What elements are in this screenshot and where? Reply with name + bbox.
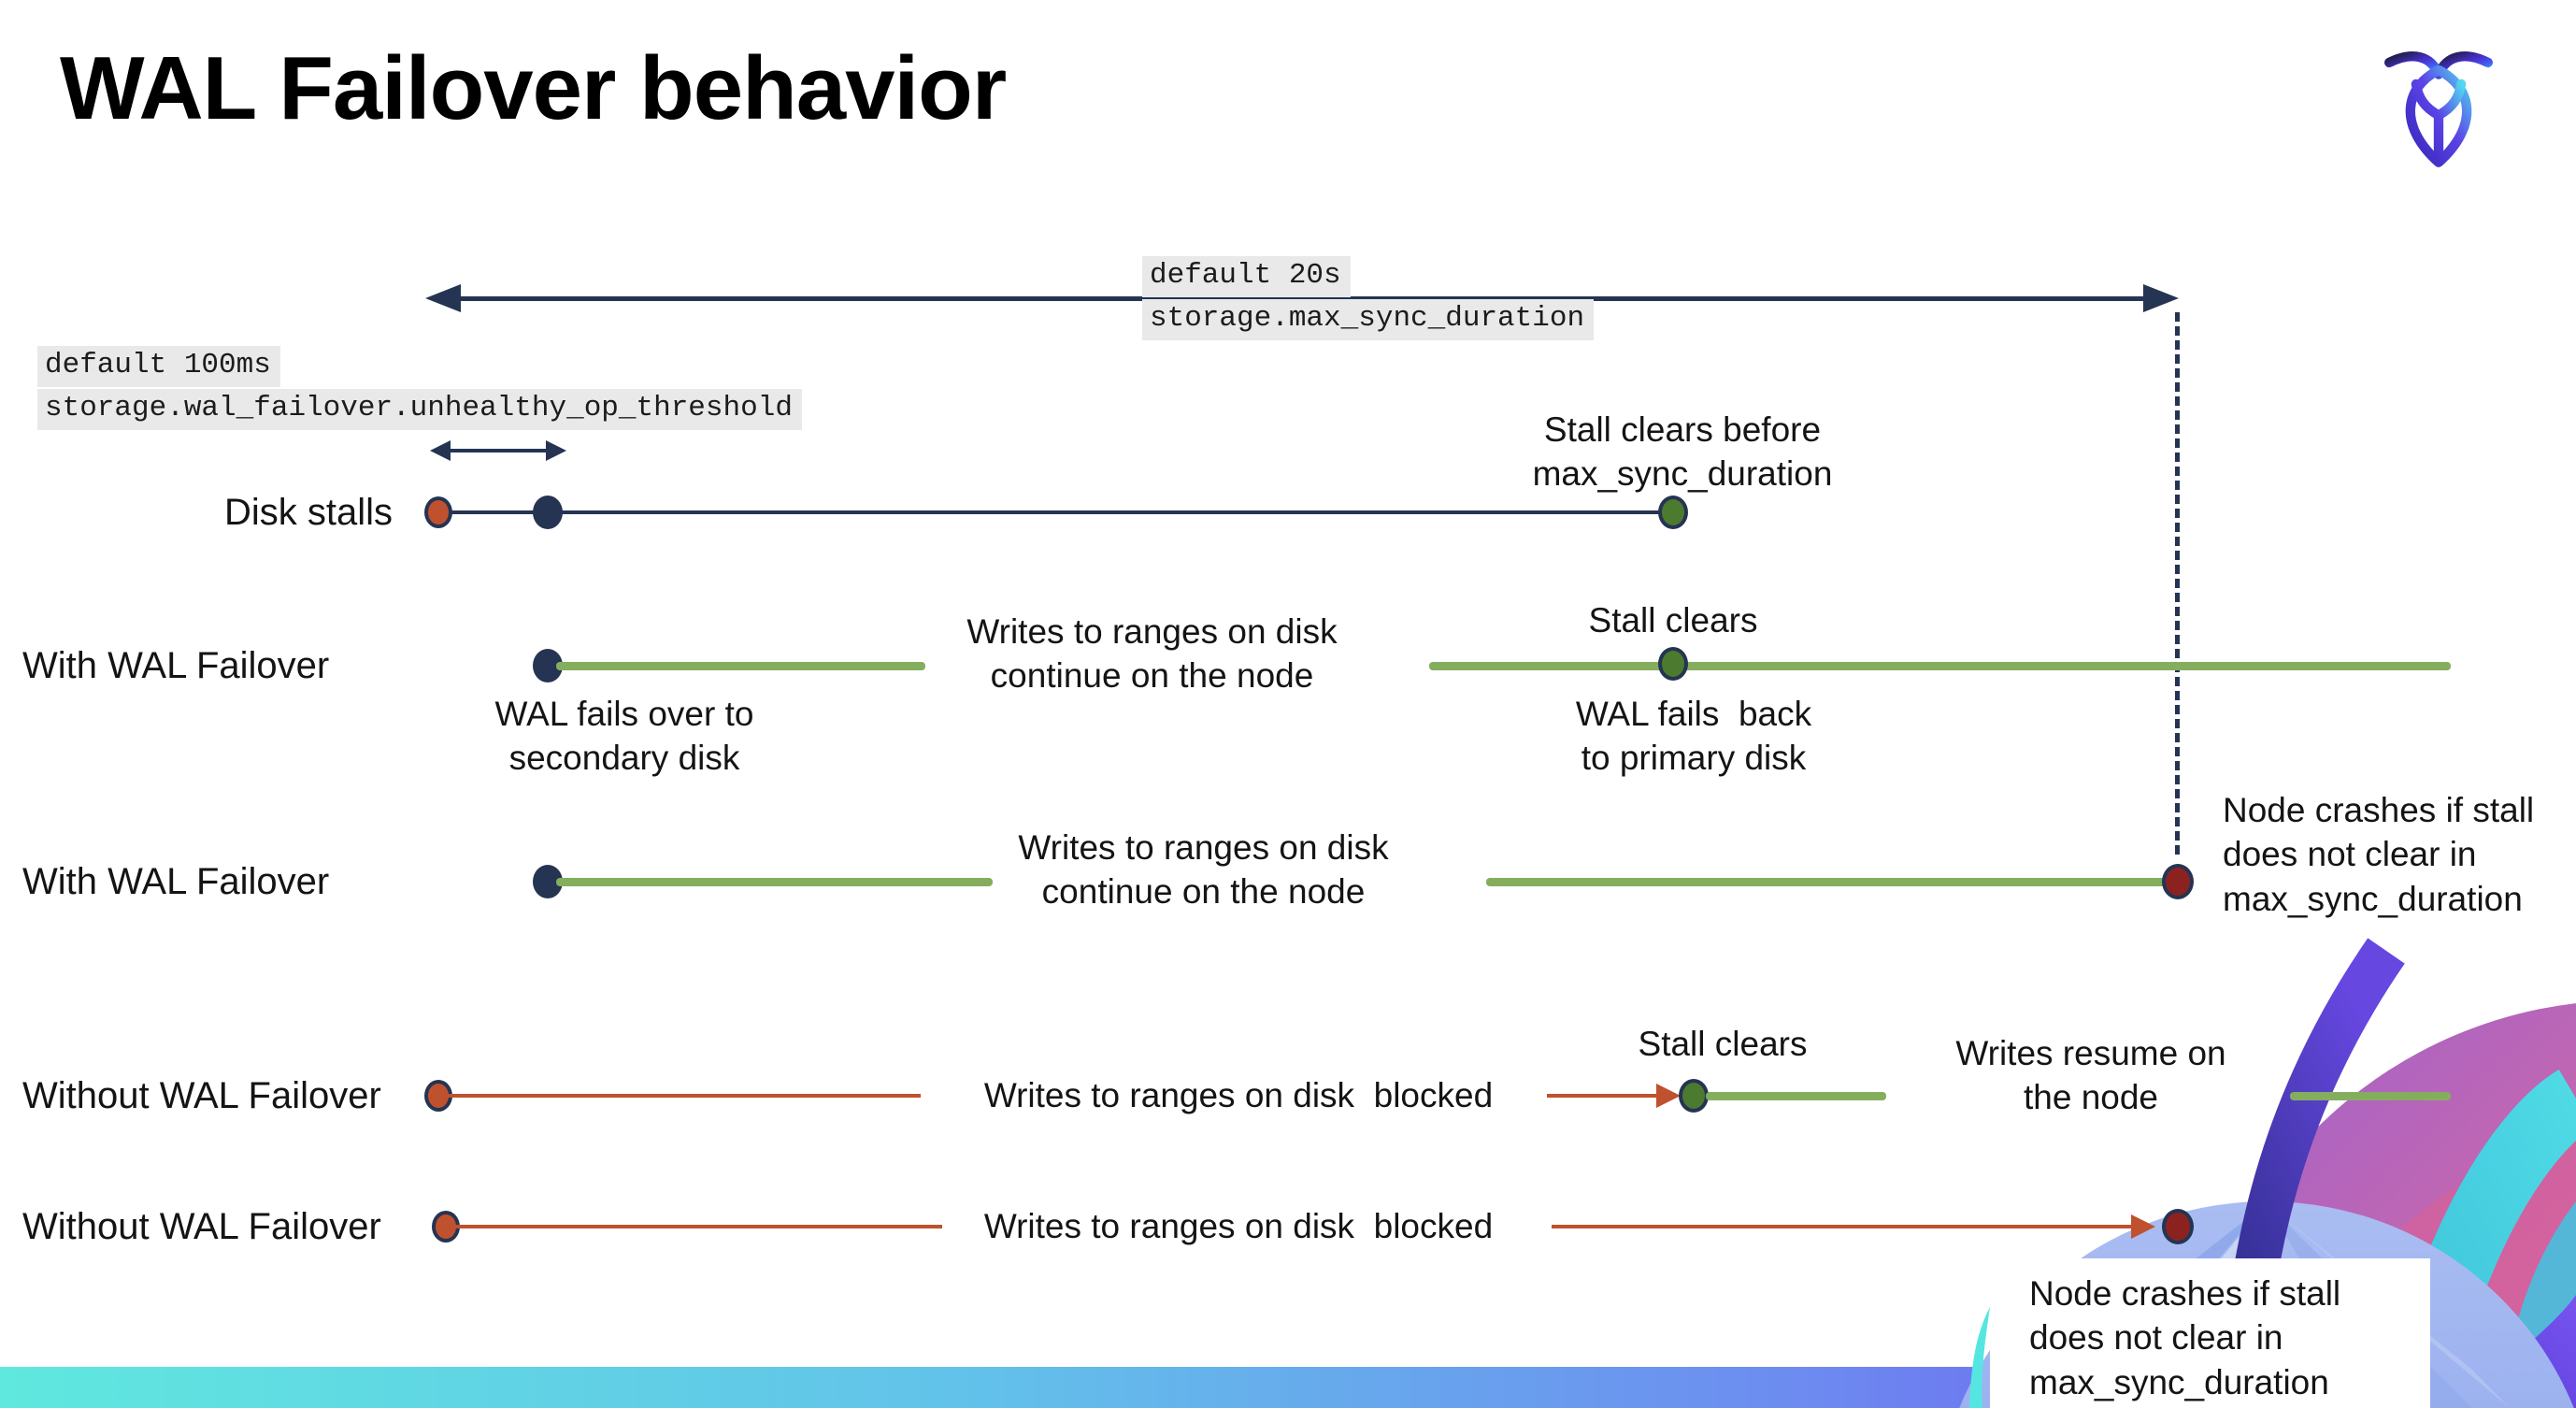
- disk-stall-timeline: [438, 510, 1673, 514]
- writes-continue2-line-b: [1486, 878, 2167, 886]
- writes-continue-line-a: [556, 662, 925, 670]
- writes-resume-note: Writes resume on the node: [1955, 1034, 2226, 1117]
- stall-clears-dot-2: [1658, 647, 1688, 681]
- writes-blocked-note-1: Writes to ranges on disk blocked: [983, 1076, 1494, 1114]
- node-crash-note-2: Node crashes if stall does not clear in …: [2029, 1274, 2341, 1401]
- row-label-disk-stalls: Disk stalls: [223, 492, 393, 533]
- max-sync-deadline-dashed-line: [2175, 312, 2180, 855]
- small-arrowhead-left-icon: [430, 440, 451, 461]
- small-arrowhead-right-icon: [546, 440, 566, 461]
- red-arrowhead-icon-2: [2131, 1214, 2155, 1239]
- threshold-span-line: [447, 449, 550, 453]
- row-label-with-wal-failover-2: With WAL Failover: [22, 861, 330, 902]
- writes-resume-line-b: [2290, 1092, 2451, 1100]
- threshold-default-callout: default 100ms: [37, 346, 280, 388]
- row-label-without-wal-failover-2: Without WAL Failover: [22, 1206, 381, 1247]
- node-crash-note-1: Node crashes if stall does not clear in …: [2223, 791, 2535, 918]
- node-crash-dot-2: [2162, 1209, 2194, 1244]
- stall-start-dot: [424, 496, 452, 528]
- failback-note: WAL fails back to primary disk: [1575, 695, 1812, 778]
- writes-continue-note-1: Writes to ranges on disk continue on the…: [966, 612, 1338, 696]
- max-sync-default-callout: default 20s: [1142, 256, 1351, 298]
- page-title: WAL Failover behavior: [60, 38, 1007, 138]
- cockroachdb-logo-icon: [2384, 51, 2493, 167]
- red-arrowhead-icon: [1656, 1084, 1681, 1108]
- writes-blocked2-line-b: [1552, 1225, 2133, 1228]
- node-crash-callout-box: Node crashes if stall does not clear in …: [1990, 1258, 2430, 1408]
- node-crash-dot: [2162, 864, 2194, 899]
- row-label-with-wal-failover-1: With WAL Failover: [22, 645, 330, 686]
- failover-threshold-dot: [533, 496, 563, 529]
- arrowhead-left-icon: [425, 284, 461, 312]
- stall-clears-label-2: Stall clears: [1588, 601, 1758, 639]
- row-label-without-wal-failover-1: Without WAL Failover: [22, 1075, 381, 1116]
- writes-blocked-line-a: [438, 1094, 921, 1098]
- writes-continue-note-2: Writes to ranges on disk continue on the…: [1018, 828, 1389, 912]
- writes-resume-line-a: [1706, 1092, 1886, 1100]
- stall-clears-dot: [1658, 496, 1688, 529]
- stall-clears-dot-3: [1679, 1079, 1709, 1113]
- stall-clears-label-3: Stall clears: [1638, 1025, 1808, 1063]
- writes-blocked-note-2: Writes to ranges on disk blocked: [983, 1207, 1494, 1245]
- writes-continue2-line-a: [556, 878, 993, 886]
- max-sync-duration-span-line: [456, 296, 2148, 301]
- writes-blocked-line-b: [1547, 1094, 1668, 1098]
- arrowhead-right-icon: [2143, 284, 2179, 312]
- stall-clears-before-note: Stall clears before max_sync_duration: [1532, 410, 1833, 494]
- failover-note: WAL fails over to secondary disk: [494, 695, 754, 778]
- writes-blocked2-line-a: [446, 1225, 942, 1228]
- threshold-setting-callout: storage.wal_failover.unhealthy_op_thresh…: [37, 389, 802, 431]
- max-sync-setting-callout: storage.max_sync_duration: [1142, 299, 1595, 341]
- writes-continue-line-b: [1429, 662, 2451, 670]
